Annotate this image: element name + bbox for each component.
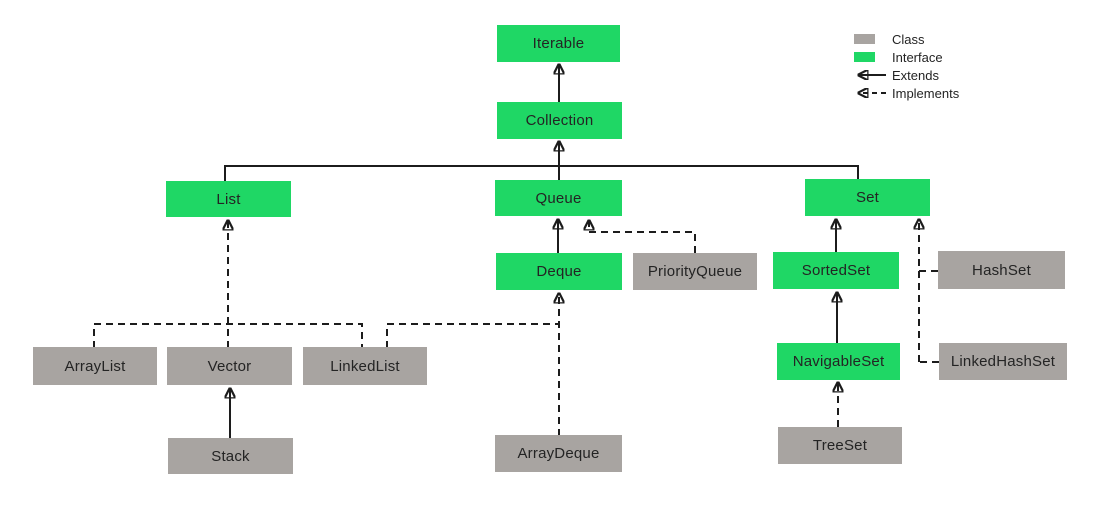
implements-arrow-icon <box>848 88 888 98</box>
node-arraydeque-label: ArrayDeque <box>517 445 600 462</box>
legend: Class Interface Extends Implements <box>848 30 959 102</box>
extends-arrow-icon <box>848 70 888 80</box>
legend-interface-label: Interface <box>892 49 943 65</box>
node-linkedlist: LinkedList <box>303 347 427 385</box>
node-treeset: TreeSet <box>778 427 902 464</box>
legend-class-label: Class <box>892 31 925 47</box>
node-set: Set <box>805 179 930 216</box>
node-queue-label: Queue <box>535 189 582 207</box>
node-queue: Queue <box>495 180 622 216</box>
interface-swatch-icon <box>848 52 888 62</box>
node-arraylist-label: ArrayList <box>64 357 126 375</box>
node-linkedhashset-label: LinkedHashSet <box>950 353 1056 370</box>
node-collection: Collection <box>497 102 622 139</box>
node-deque-label: Deque <box>536 263 582 280</box>
node-priorityqueue: PriorityQueue <box>633 253 757 290</box>
legend-implements-label: Implements <box>892 85 960 101</box>
edge-arraylist-linkedlist-implements-list <box>93 323 363 348</box>
node-list-label: List <box>216 190 241 208</box>
legend-row-implements: Implements <box>848 84 959 102</box>
node-stack-label: Stack <box>211 447 250 465</box>
node-hashset-label: HashSet <box>972 261 1031 279</box>
node-treeset-label: TreeSet <box>812 437 868 454</box>
node-arraydeque: ArrayDeque <box>495 435 622 472</box>
node-vector: Vector <box>167 347 292 385</box>
node-hashset: HashSet <box>938 251 1065 289</box>
node-linkedhashset: LinkedHashSet <box>939 343 1067 380</box>
legend-row-extends: Extends <box>848 66 959 84</box>
node-linkedlist-label: LinkedList <box>330 357 400 375</box>
edge-linkedlist-implements-deque <box>386 323 559 348</box>
node-stack: Stack <box>168 438 293 474</box>
node-sortedset-label: SortedSet <box>801 262 871 279</box>
edge-priorityqueue-implements-queue <box>589 221 696 253</box>
node-collection-label: Collection <box>525 112 594 129</box>
node-iterable: Iterable <box>497 25 620 62</box>
node-arraylist: ArrayList <box>33 347 157 385</box>
legend-row-class: Class <box>848 30 959 48</box>
legend-extends-label: Extends <box>892 67 939 83</box>
node-set-label: Set <box>855 189 880 206</box>
node-vector-label: Vector <box>207 357 252 375</box>
node-priorityqueue-label: PriorityQueue <box>647 263 743 280</box>
node-navigableset: NavigableSet <box>777 343 900 380</box>
node-deque: Deque <box>496 253 622 290</box>
legend-row-interface: Interface <box>848 48 959 66</box>
node-navigableset-label: NavigableSet <box>792 353 885 370</box>
node-sortedset: SortedSet <box>773 252 899 289</box>
node-iterable-label: Iterable <box>532 35 585 52</box>
node-list: List <box>166 181 291 217</box>
class-swatch-icon <box>848 34 888 44</box>
